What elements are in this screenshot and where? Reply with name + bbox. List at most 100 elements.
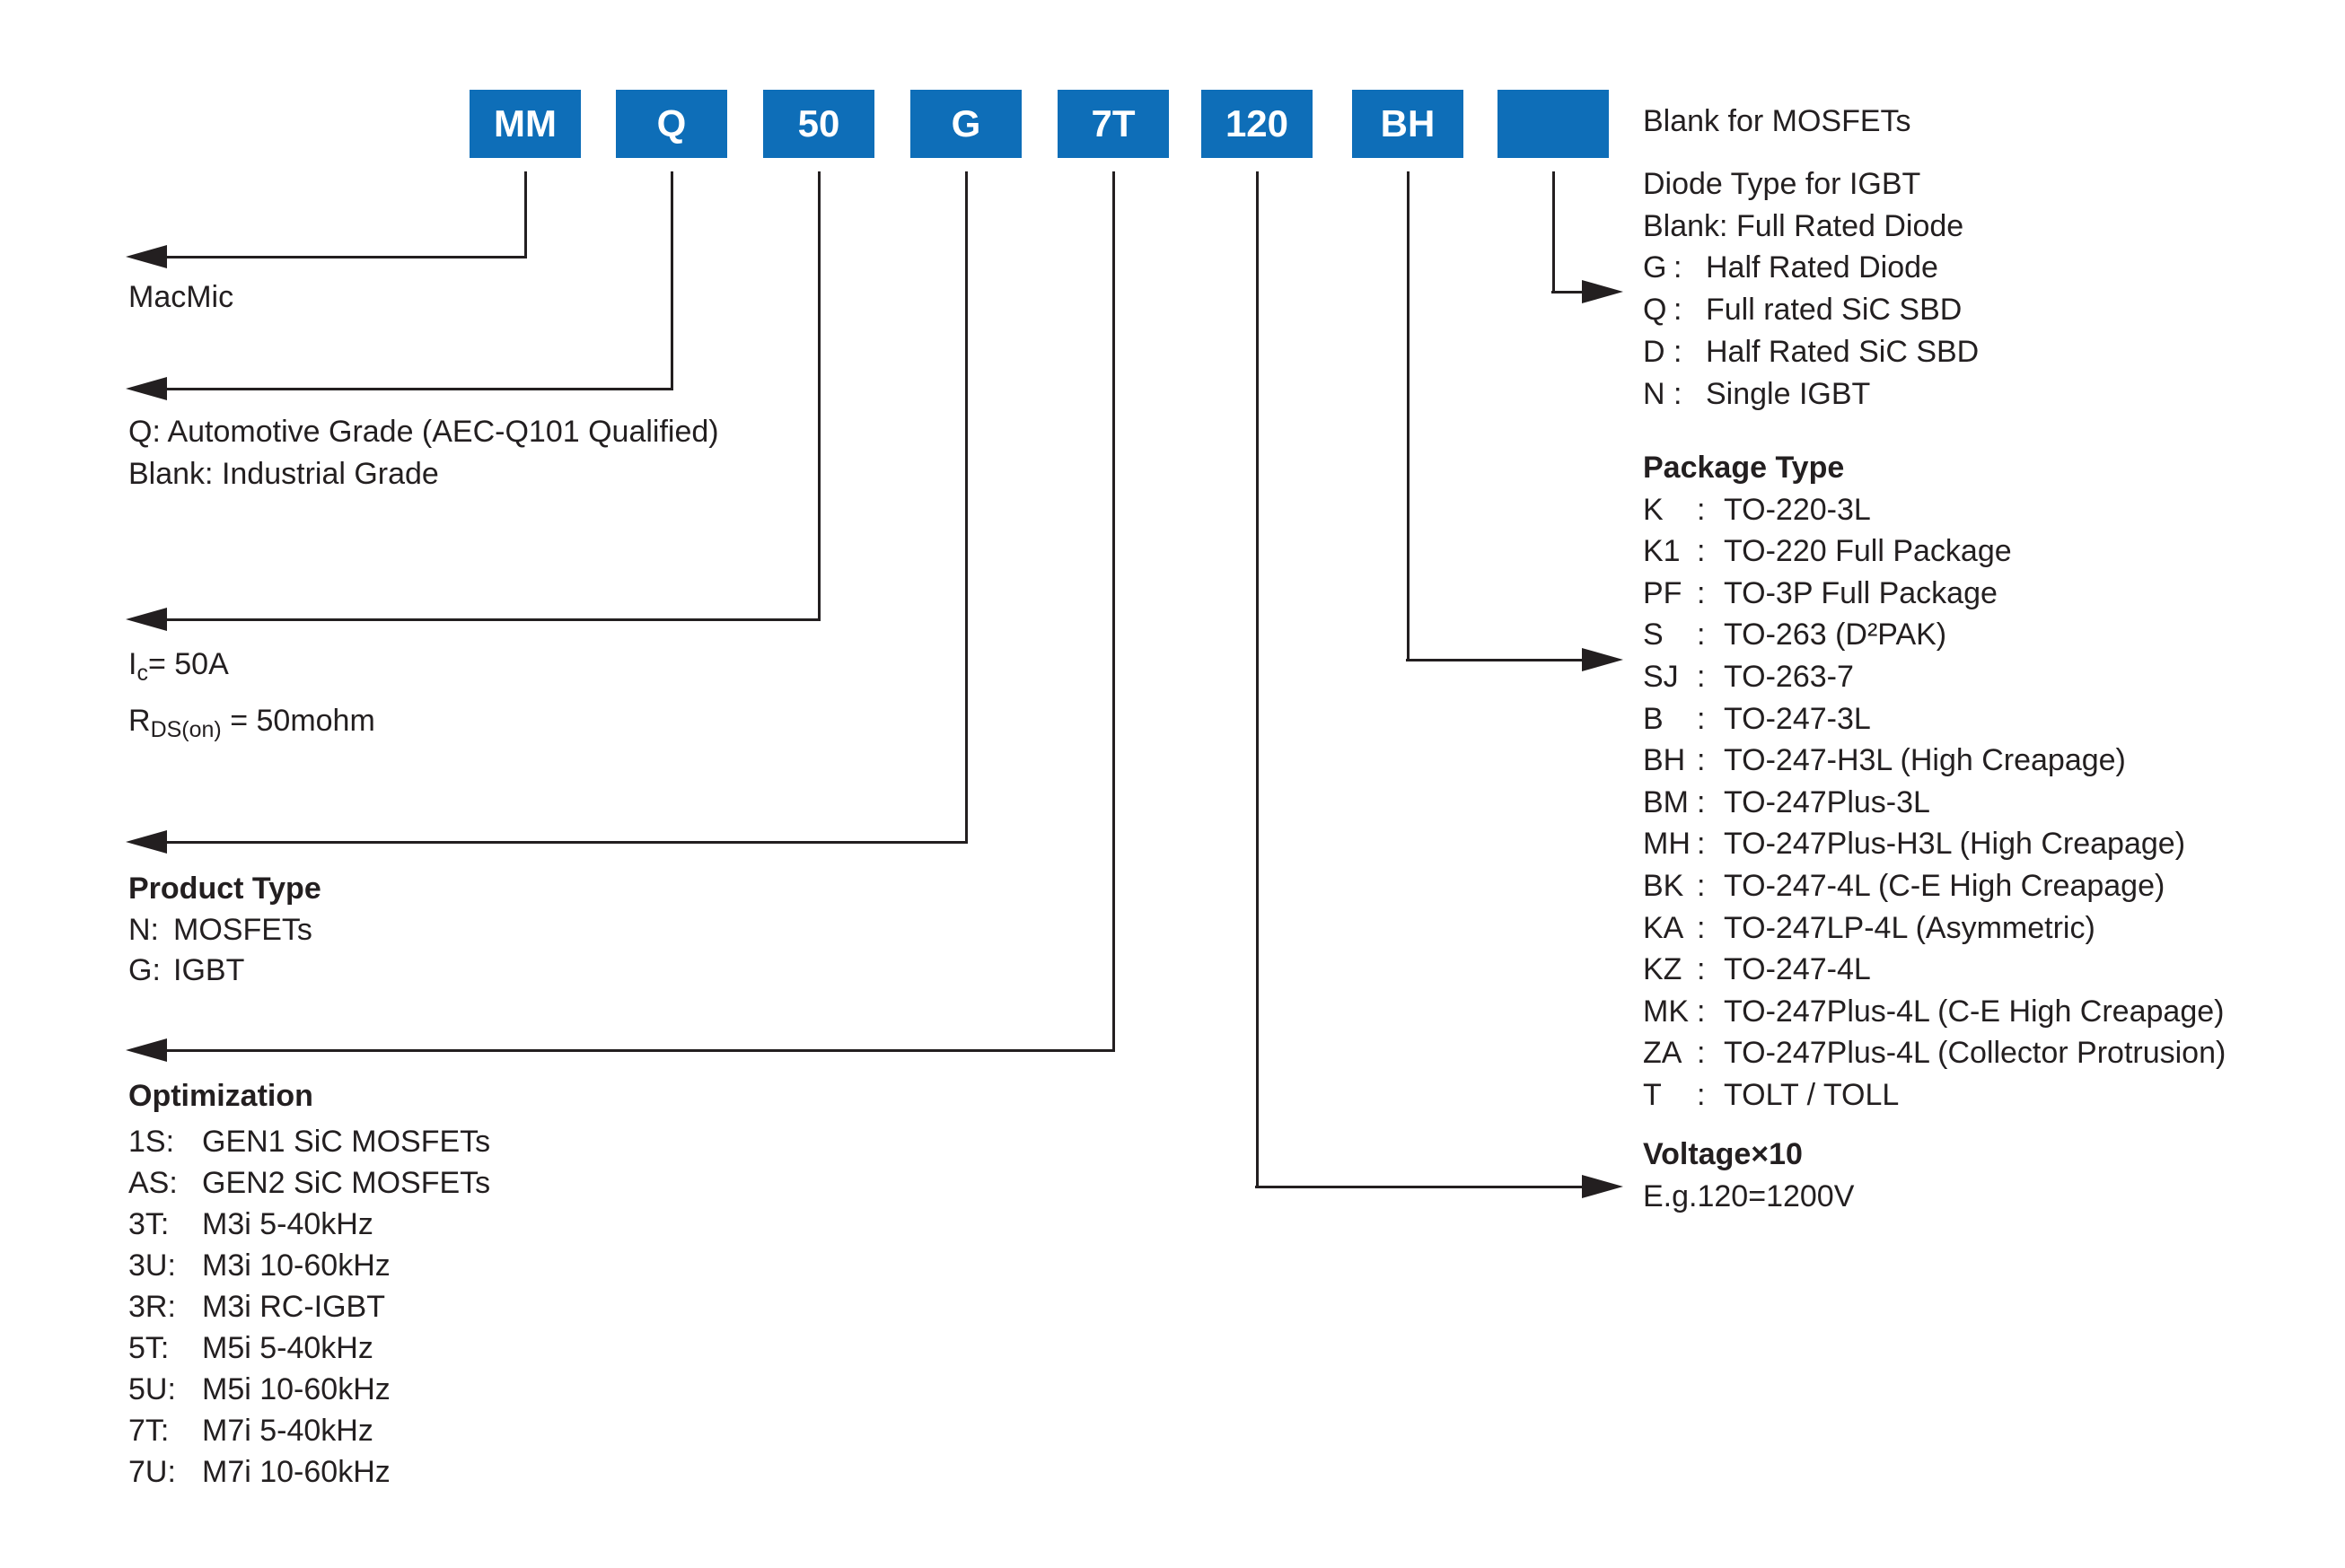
product-type-section: Product Type N:MOSFETs G:IGBT xyxy=(128,869,321,992)
package-type-section: Package Type K:TO-220-3L K1:TO-220 Full … xyxy=(1643,447,2226,1117)
colon: : xyxy=(1673,250,1682,285)
diode-code: Q xyxy=(1643,293,1667,328)
arrowhead-left-q xyxy=(126,377,167,400)
optimization-desc: M7i 5-40kHz xyxy=(202,1414,373,1448)
package-desc: TO-247Plus-H3L (High Creapage) xyxy=(1724,827,2186,862)
package-code: PF xyxy=(1643,575,1682,610)
connector-50-horizontal xyxy=(163,618,821,621)
product-type-desc: IGBT xyxy=(173,953,245,987)
optimization-desc: M3i RC-IGBT xyxy=(202,1290,385,1324)
package-type-row: BK:TO-247-4L (C-E High Creapage) xyxy=(1643,865,2226,907)
pn-segment-label-bh: BH xyxy=(1380,102,1436,145)
package-type-row: S:TO-263 (D²PAK) xyxy=(1643,614,2226,656)
connector-q-horizontal xyxy=(163,388,673,390)
arrowhead-left-7t xyxy=(126,1038,167,1062)
ic-subscript: c xyxy=(136,661,148,686)
optimization-code: 1S: xyxy=(128,1125,175,1159)
optimization-desc: M7i 10-60kHz xyxy=(202,1455,391,1489)
arrowhead-right-blank xyxy=(1582,280,1623,303)
connector-q-vertical xyxy=(671,171,673,390)
colon: : xyxy=(1697,910,1706,945)
package-code: MK xyxy=(1643,994,1689,1029)
package-type-row: B:TO-247-3L xyxy=(1643,698,2226,740)
connector-g-vertical xyxy=(965,171,968,844)
package-code: K xyxy=(1643,492,1664,527)
optimization-row: 3R:M3i RC-IGBT xyxy=(128,1286,490,1327)
product-type-code: G: xyxy=(128,953,161,987)
pn-segment-label-g: G xyxy=(951,102,981,145)
diode-desc: Half Rated SiC SBD xyxy=(1706,334,1980,369)
optimization-desc: M3i 10-60kHz xyxy=(202,1248,391,1283)
arrowhead-right-120 xyxy=(1582,1175,1623,1198)
mosfet-blank-note: Blank for MOSFETs xyxy=(1643,104,1911,138)
colon: : xyxy=(1697,784,1706,819)
colon: : xyxy=(1697,1077,1706,1112)
optimization-code: 5U: xyxy=(128,1372,176,1406)
pn-segment-label-7t: 7T xyxy=(1091,102,1136,145)
arrowhead-left-g xyxy=(126,830,167,854)
package-type-row: ZA:TO-247Plus-4L (Collector Protrusion) xyxy=(1643,1032,2226,1074)
diode-type-title: Diode Type for IGBT xyxy=(1643,167,1921,201)
optimization-code: 5T: xyxy=(128,1331,170,1365)
optimization-desc: M3i 5-40kHz xyxy=(202,1207,373,1241)
optimization-row: 7T:M7i 5-40kHz xyxy=(128,1410,490,1451)
diode-type-row: G:Half Rated Diode xyxy=(1643,247,1979,289)
package-type-row: BH:TO-247-H3L (High Creapage) xyxy=(1643,740,2226,782)
product-type-code: N: xyxy=(128,912,159,947)
pn-segment-box-7t: 7T xyxy=(1058,90,1169,158)
rdson-symbol: R xyxy=(128,704,151,738)
connector-mm-horizontal xyxy=(163,256,527,258)
connector-50-vertical xyxy=(818,171,821,621)
package-code: S xyxy=(1643,618,1664,653)
collector-current-line: Ic= 50A xyxy=(128,641,375,697)
optimization-code: AS: xyxy=(128,1166,178,1200)
package-desc: TO-263-7 xyxy=(1724,659,1854,694)
optimization-desc: GEN1 SiC MOSFETs xyxy=(202,1125,491,1159)
product-type-row: G: IGBT xyxy=(128,950,321,992)
optimization-desc: M5i 10-60kHz xyxy=(202,1372,391,1406)
optimization-code: 7U: xyxy=(128,1455,176,1489)
package-code: ZA xyxy=(1643,1036,1682,1071)
colon: : xyxy=(1697,701,1706,736)
optimization-row: 3U: M3i 10-60kHz xyxy=(128,1245,490,1286)
package-desc: TO-247Plus-4L (C-E High Creapage) xyxy=(1724,994,2225,1029)
pn-segment-box-g: G xyxy=(910,90,1022,158)
colon: : xyxy=(1697,1036,1706,1071)
diode-code: D xyxy=(1643,334,1665,369)
colon: : xyxy=(1697,827,1706,862)
product-type-row: N:MOSFETs xyxy=(128,910,321,951)
optimization-row: 5T:M5i 5-40kHz xyxy=(128,1327,490,1369)
connector-120-horizontal xyxy=(1255,1186,1584,1188)
colon: : xyxy=(1697,659,1706,694)
package-code: KZ xyxy=(1643,952,1682,987)
colon: : xyxy=(1673,334,1682,369)
colon: : xyxy=(1697,952,1706,987)
pn-segment-box-50: 50 xyxy=(763,90,874,158)
brand-label: MacMic xyxy=(128,280,234,314)
colon: : xyxy=(1697,618,1706,653)
pn-segment-label-mm: MM xyxy=(494,102,557,145)
optimization-code: 3U: xyxy=(128,1248,176,1283)
pn-segment-box-120: 120 xyxy=(1201,90,1313,158)
voltage-section: Voltage×10 E.g.120=1200V xyxy=(1643,1134,1854,1218)
package-code: BH xyxy=(1643,743,1686,778)
colon: : xyxy=(1697,994,1706,1029)
pn-segment-label-50: 50 xyxy=(797,102,840,145)
package-type-row: MH:TO-247Plus-H3L (High Creapage) xyxy=(1643,823,2226,865)
diode-desc: Half Rated Diode xyxy=(1706,250,1938,285)
connector-blank-vertical xyxy=(1552,171,1555,293)
pn-segment-box-q: Q xyxy=(616,90,727,158)
optimization-row: 3T:M3i 5-40kHz xyxy=(128,1204,490,1245)
connector-7t-horizontal xyxy=(163,1049,1115,1052)
colon: : xyxy=(1697,534,1706,569)
pn-segment-label-q: Q xyxy=(656,102,687,145)
rdson-line: RDS(on) = 50mohm xyxy=(128,697,375,754)
package-type-row: T:TOLT / TOLL xyxy=(1643,1074,2226,1117)
package-desc: TO-247-H3L (High Creapage) xyxy=(1724,743,2126,778)
package-desc: TO-220 Full Package xyxy=(1724,534,2012,569)
connector-bh-vertical xyxy=(1407,171,1410,661)
package-desc: TO-247LP-4L (Asymmetric) xyxy=(1724,910,2095,945)
pn-segment-box-mm: MM xyxy=(470,90,581,158)
grade-section: Q: Automotive Grade (AEC-Q101 Qualified)… xyxy=(128,411,719,495)
